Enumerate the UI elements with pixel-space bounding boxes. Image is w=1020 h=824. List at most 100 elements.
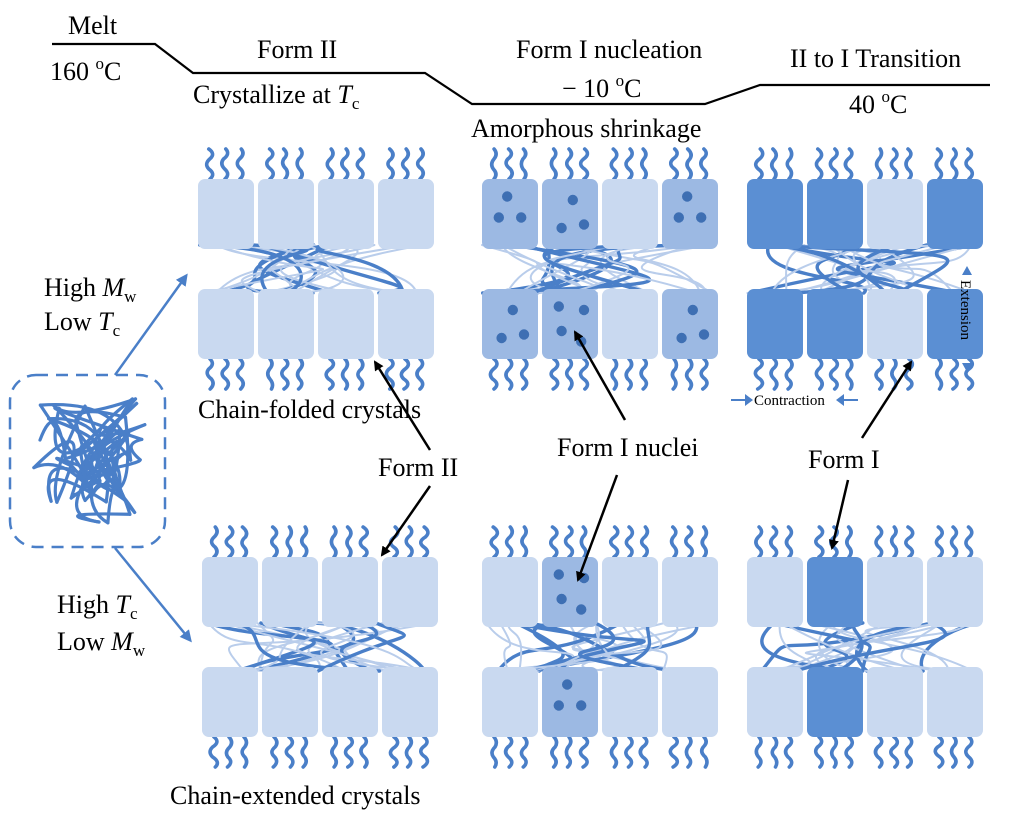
chain-end — [699, 147, 709, 181]
crystal-panel — [202, 525, 438, 769]
form1-lamella — [807, 667, 863, 737]
coil-segment — [32, 440, 76, 504]
amorphous-chain — [256, 622, 275, 672]
chain-end — [578, 357, 590, 391]
extension-indicator — [962, 266, 972, 372]
form1-nuclei-callout: Form I nuclei — [557, 433, 699, 462]
chain-end — [400, 147, 411, 181]
form1-nucleus — [502, 191, 513, 202]
chain-end — [754, 525, 764, 559]
crystal-panel — [746, 147, 983, 391]
chain-end — [503, 735, 514, 769]
chain-end — [608, 525, 620, 559]
chain-end — [384, 357, 395, 391]
chain-end — [235, 147, 245, 181]
chain-end — [240, 525, 249, 559]
chain-end — [404, 735, 414, 769]
form1-nucleus — [676, 332, 687, 344]
amorphous-chain — [499, 622, 512, 672]
coil-segment — [83, 404, 115, 477]
amorphous-chain — [632, 244, 702, 294]
form2-lamella — [867, 667, 923, 737]
chain-end — [209, 525, 219, 559]
chain-end — [343, 735, 355, 769]
form1-nucleus — [578, 219, 590, 230]
chain-end — [415, 357, 425, 391]
chain-end — [903, 357, 915, 391]
chain-end — [490, 735, 499, 769]
lower-branch-line1: High Tc — [57, 590, 138, 623]
chain-end — [300, 735, 309, 769]
chain-end — [889, 735, 900, 769]
form2-lamella — [602, 557, 658, 627]
amorphous-chain — [247, 244, 345, 294]
chain-end — [519, 735, 529, 769]
crystal-panel — [482, 525, 718, 769]
form2-lamella — [662, 557, 718, 627]
form1-nucleus — [518, 329, 530, 340]
form2-lamella — [258, 289, 314, 359]
chain-end — [578, 735, 590, 769]
chain-end — [889, 147, 899, 181]
chain-end — [489, 147, 498, 181]
form2-lamella — [382, 667, 438, 737]
form1-nucleus — [496, 332, 507, 344]
chain-end — [933, 735, 945, 769]
chain-end — [340, 147, 350, 181]
amorphous-chain — [320, 622, 417, 672]
chain-end — [770, 735, 779, 769]
chain-end — [285, 525, 294, 559]
chain-end — [388, 735, 400, 769]
chain-end — [564, 357, 574, 391]
chain-end — [753, 147, 765, 181]
chain-end — [668, 735, 680, 769]
contraction-label: Contraction — [754, 393, 825, 409]
form1-lamella — [807, 557, 863, 627]
chain-end — [358, 525, 370, 559]
chain-end — [769, 357, 779, 391]
chain-end — [610, 357, 619, 391]
chain-end — [753, 357, 765, 391]
form1-nucleus — [562, 679, 573, 690]
chain-end — [488, 357, 499, 391]
chain-end — [828, 147, 839, 181]
chain-end — [624, 735, 634, 769]
chain-end — [934, 525, 945, 559]
chain-end — [814, 147, 824, 181]
extension-label: Extension — [957, 280, 973, 340]
chain-end — [670, 357, 679, 391]
amorphous-chain — [505, 622, 611, 672]
chain-end — [685, 147, 693, 181]
nucleated-lamella — [542, 289, 598, 359]
chain-end — [265, 357, 275, 391]
form1-nucleus — [556, 222, 567, 234]
form2-lamella — [747, 667, 803, 737]
chain-end — [684, 525, 695, 559]
chain-end — [345, 525, 353, 559]
coil-segment — [69, 439, 133, 500]
chain-end — [904, 525, 915, 559]
form2-arrow-down — [380, 485, 432, 557]
form1-lamella — [927, 179, 983, 249]
amorphous-chain — [505, 244, 696, 294]
nucleation-stage-title: Form I nucleation — [516, 35, 702, 64]
coil-segment — [74, 432, 131, 524]
transition-stage-title: II to I Transition — [790, 44, 961, 73]
chain-end — [845, 525, 853, 559]
form2-lamella — [867, 179, 923, 249]
chain-end — [845, 357, 854, 391]
coil-segment — [98, 397, 147, 437]
amorphous-chain — [612, 621, 652, 673]
coil-segment — [55, 456, 98, 474]
melt-label: Melt — [68, 11, 118, 40]
amorphous-chain — [255, 622, 312, 672]
chain-end — [783, 735, 794, 769]
coil-segment — [51, 397, 138, 414]
form1-nucleus — [553, 301, 564, 312]
chain-end — [419, 735, 430, 769]
coil-segment — [129, 437, 144, 462]
chain-end — [624, 357, 634, 391]
crystallize-label: Crystallize at Tc — [193, 80, 360, 113]
amorphous-chain — [640, 244, 707, 294]
chain-end — [814, 525, 825, 559]
